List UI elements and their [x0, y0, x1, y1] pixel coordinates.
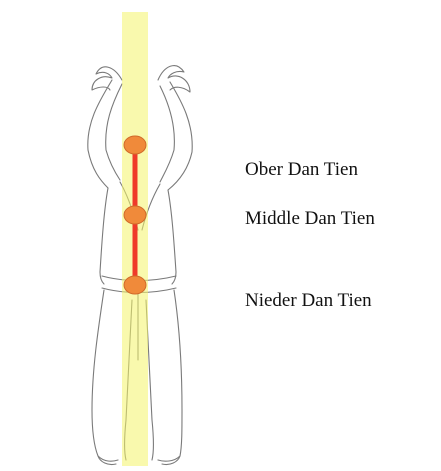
- upper-dan-tien-label: Ober Dan Tien: [245, 160, 358, 179]
- lower-dan-tien-label: Nieder Dan Tien: [245, 291, 372, 310]
- lower-dan-tien-point-icon: [124, 276, 146, 294]
- middle-dan-tien-label: Middle Dan Tien: [245, 209, 375, 228]
- upper-dan-tien-point-icon: [124, 136, 146, 154]
- middle-dan-tien-point-icon: [124, 206, 146, 224]
